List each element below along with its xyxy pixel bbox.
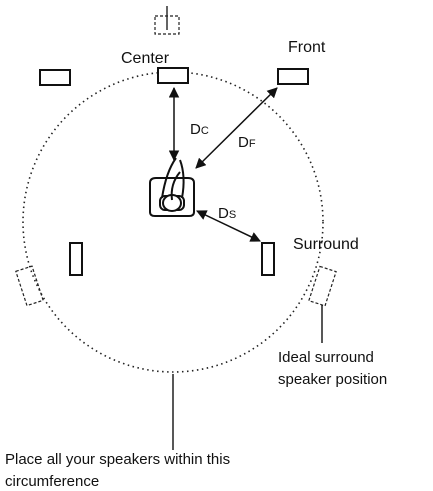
distance-center-label: DC xyxy=(190,121,209,138)
center-label: Center xyxy=(121,50,170,67)
circumference-note-line2: circumference xyxy=(5,473,99,490)
distance-front-arrow xyxy=(195,87,278,169)
ideal-surround-note-line1: Ideal surround xyxy=(278,349,374,366)
distance-surround-arrow xyxy=(196,210,261,242)
surround-right-speaker xyxy=(261,242,275,276)
ideal-surround-right-position xyxy=(308,265,337,307)
surround-label: Surround xyxy=(293,236,359,253)
front-right-speaker xyxy=(277,68,309,85)
surround-left-speaker xyxy=(69,242,83,276)
front-label: Front xyxy=(288,39,326,56)
listener-icon xyxy=(149,157,195,217)
distance-surround-label: DS xyxy=(218,205,236,222)
center-speaker xyxy=(157,67,189,84)
front-left-speaker xyxy=(39,69,71,86)
distance-front-label: DF xyxy=(238,134,256,151)
placement-circumference xyxy=(22,71,324,373)
circumference-note-line1: Place all your speakers within this xyxy=(5,451,230,468)
ideal-surround-left-position xyxy=(15,265,44,307)
ideal-surround-note-line2: speaker position xyxy=(278,371,387,388)
ideal-center-speaker-position xyxy=(154,6,180,35)
